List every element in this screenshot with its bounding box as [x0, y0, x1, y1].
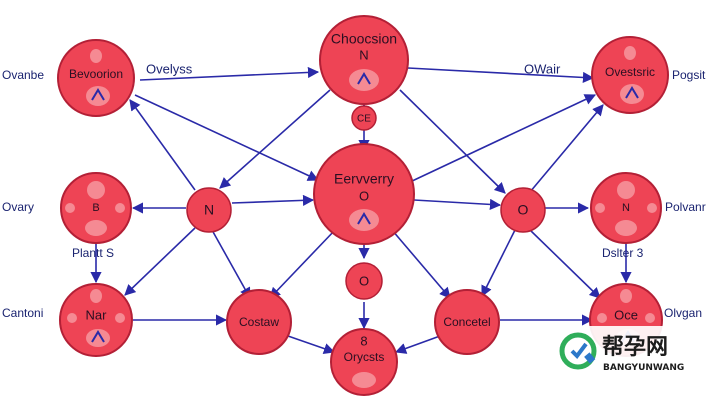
- node-inner-circle: [115, 203, 125, 213]
- node-inner-circle: [65, 203, 75, 213]
- node-top-right[interactable]: Ovestsric: [591, 36, 669, 114]
- node-label: N: [622, 202, 630, 214]
- label-far-left-top: Ovanbe: [2, 68, 44, 82]
- node-label: Oce: [614, 307, 638, 322]
- edge-topcenter-smalln: [219, 89, 331, 189]
- node-inner-circle: [647, 203, 657, 213]
- node-ce[interactable]: CE: [351, 105, 377, 131]
- node-inner-circle: [645, 313, 655, 323]
- node-center[interactable]: Eervverry O: [313, 143, 415, 245]
- node-sublabel: Orycsts: [344, 350, 385, 364]
- node-inner-circle: [617, 181, 635, 199]
- node-small-n[interactable]: N: [186, 187, 232, 233]
- node-inner-circle: [67, 313, 77, 323]
- edge-center-costaw: [269, 229, 336, 299]
- node-center-low-right[interactable]: Concetel: [434, 289, 500, 355]
- node-mid-left[interactable]: B: [60, 172, 132, 244]
- node-inner-circle: [597, 313, 607, 323]
- watermark-logo-icon: [559, 332, 597, 370]
- node-inner-circle: [352, 372, 376, 388]
- node-inner-circle: [85, 220, 107, 236]
- edge-center-concetel: [391, 229, 451, 299]
- label-under-mid-right: Dslter 3: [602, 246, 644, 260]
- node-inner-circle: [615, 220, 637, 236]
- node-inner-circle: [620, 289, 632, 303]
- label-mid-right-side: Polvanr: [665, 200, 706, 214]
- edge-topcenter-topright: [407, 67, 595, 84]
- label-top-left-side: Ovelyss: [146, 61, 193, 76]
- node-small-o-right[interactable]: O: [500, 187, 546, 233]
- watermark-cn-text: 帮孕网: [602, 334, 668, 360]
- node-label: CE: [357, 114, 371, 125]
- label-low-right-side: Olvgan: [664, 306, 702, 320]
- node-inner-circle: [86, 86, 110, 106]
- person-icon: [357, 72, 371, 85]
- label-far-right-top: Pogsit: [672, 68, 706, 82]
- edge-smallo-concetel: [481, 229, 516, 298]
- node-label: Concetel: [443, 315, 490, 329]
- person-icon: [357, 212, 371, 225]
- node-label: B: [92, 202, 99, 214]
- edge-smalln-costaw: [211, 229, 251, 299]
- node-inner-circle: [90, 49, 102, 63]
- node-label: Bevoorion: [69, 67, 123, 81]
- node-label: Nar: [86, 307, 108, 322]
- edge-smallo-topright: [529, 104, 604, 193]
- node-top-left[interactable]: Bevoorion: [57, 39, 135, 117]
- node-inner-circle: [624, 46, 636, 60]
- node-label: N: [204, 202, 214, 218]
- node-label: O: [518, 202, 529, 218]
- node-inner-circle: [90, 289, 102, 303]
- node-label: O: [359, 273, 369, 288]
- person-icon: [91, 330, 105, 343]
- node-inner-circle: [86, 329, 110, 347]
- edge-smalln-center: [231, 194, 315, 206]
- edge-topcenter-smallo: [399, 89, 506, 194]
- edge-topleft-center: [134, 94, 320, 181]
- node-label: Choocsion: [331, 31, 397, 47]
- edge-topleft-topcenter: [139, 66, 320, 81]
- node-label: Eervverry: [334, 171, 394, 187]
- node-inner-circle: [349, 209, 379, 231]
- node-inner-circle: [620, 84, 644, 104]
- node-inner-circle: [349, 69, 379, 91]
- node-label: 8: [360, 333, 367, 348]
- node-sublabel: O: [359, 188, 369, 203]
- node-inner-circle: [87, 181, 105, 199]
- edge-smallo-lowright: [529, 229, 601, 299]
- label-low-left-side: Cantoni: [2, 306, 43, 320]
- edge-concetel-bottom: [394, 335, 441, 354]
- person-icon: [91, 88, 105, 101]
- person-icon: [625, 86, 639, 99]
- node-top-center[interactable]: Choocsion N: [319, 15, 409, 105]
- label-under-mid-left: Plantt S: [72, 246, 114, 260]
- node-inner-circle: [115, 313, 125, 323]
- edge-center-smallo: [413, 198, 502, 211]
- node-sublabel: N: [359, 47, 368, 62]
- node-label: Ovestsric: [605, 65, 655, 79]
- watermark-en-text: BANGYUNWANG: [603, 363, 684, 373]
- edge-center-topright: [409, 94, 597, 183]
- node-small-o-center[interactable]: O: [345, 262, 383, 300]
- node-low-left[interactable]: Nar: [59, 283, 133, 357]
- watermark: 帮孕网 BANGYUNWANG: [553, 326, 711, 378]
- node-mid-right[interactable]: N: [590, 172, 662, 244]
- edges: [90, 66, 632, 354]
- label-top-right-side: OWair: [524, 61, 561, 76]
- node-label: Costaw: [239, 315, 279, 329]
- label-mid-left-side: Ovary: [2, 200, 34, 214]
- edge-smalln-topleft: [129, 99, 196, 191]
- node-bottom-center[interactable]: 8 Orycsts: [330, 328, 398, 396]
- node-center-low-left[interactable]: Costaw: [226, 289, 292, 355]
- edge-costaw-bottom: [287, 335, 336, 354]
- node-inner-circle: [595, 203, 605, 213]
- edge-smalln-lowleft: [124, 227, 196, 296]
